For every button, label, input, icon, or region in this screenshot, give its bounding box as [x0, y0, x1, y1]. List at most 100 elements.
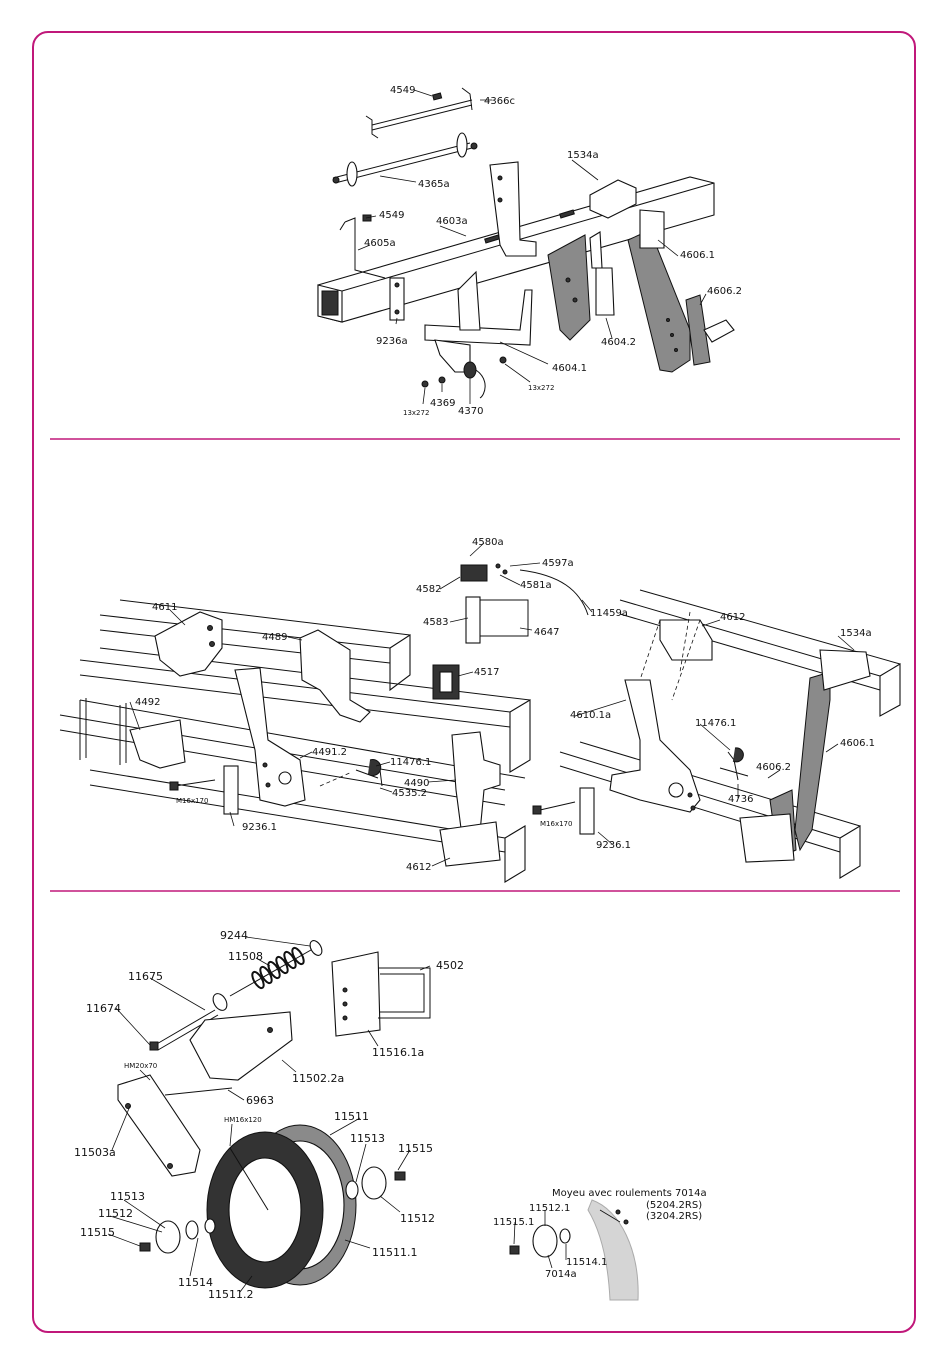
bracket-vertical [489, 161, 537, 257]
label-11476-1b: 11476.1 [695, 718, 736, 729]
arm-4610-1a [609, 679, 701, 813]
label-11674: 11674 [86, 1002, 121, 1015]
label-11515a: 11515 [398, 1142, 433, 1155]
label-11511: 11511 [334, 1110, 369, 1123]
label-4490: 4490 [404, 778, 429, 789]
page-frame [32, 31, 916, 1333]
hub-inset: Moyeu avec roulements 7014a (5204.2RS) (… [493, 1188, 707, 1301]
label-9236-1a: 9236.1 [242, 822, 277, 833]
label-11512b: 11512 [400, 1212, 435, 1225]
label-4582: 4582 [416, 584, 441, 595]
label-11459a: 11459a [590, 608, 628, 619]
label-4365a: 4365a [418, 179, 450, 190]
label-11675: 11675 [128, 970, 163, 983]
label-4606-2b: 4606.2 [756, 762, 791, 773]
label-11516-1a: 11516.1a [372, 1046, 424, 1059]
label-4370: 4370 [458, 406, 483, 417]
label-4647: 4647 [534, 627, 559, 638]
label-hm16x120: HM16x120 [224, 1116, 262, 1124]
label-4611: 4611 [152, 602, 177, 613]
label-hm20x70: HM20x70 [124, 1062, 157, 1070]
bracket-11516-1a [331, 951, 431, 1037]
label-11515-1: 11515.1 [493, 1217, 534, 1228]
label-4603a: 4603a [436, 216, 468, 227]
plate-9236-1b [532, 787, 595, 835]
label-9236-1b: 9236.1 [596, 840, 631, 851]
label-m16x170a: M16x170 [176, 797, 208, 805]
label-11512-1: 11512.1 [529, 1203, 570, 1214]
arm-4491-2 [234, 667, 306, 807]
clamp-4612a [659, 619, 713, 661]
point-4606-2 [685, 294, 735, 366]
hub-bearing-1: (5204.2RS) [646, 1200, 702, 1211]
clamp-4611 [154, 611, 223, 677]
label-11513a: 11513 [350, 1132, 385, 1145]
label-4549b: 4549 [379, 210, 404, 221]
label-4369: 4369 [430, 398, 455, 409]
label-11511-1: 11511.1 [372, 1246, 418, 1259]
plate-9236a [389, 277, 405, 321]
label-4612a: 4612 [720, 612, 745, 623]
label-4605a: 4605a [364, 238, 396, 249]
label-11515b: 11515 [80, 1226, 115, 1239]
label-13x272b: 13x272 [528, 384, 554, 392]
label-4549a: 4549 [390, 85, 415, 96]
spring-11508 [212, 940, 323, 1011]
label-4502: 4502 [436, 959, 464, 972]
label-4492: 4492 [135, 697, 160, 708]
label-11512a: 11512 [98, 1207, 133, 1220]
label-4612b: 4612 [406, 862, 431, 873]
label-4491-2: 4491.2 [312, 747, 347, 758]
label-7014a: 7014a [545, 1269, 577, 1280]
disc-11511-2 [206, 1131, 324, 1289]
part-4517 [432, 664, 460, 700]
clamp-4489 [299, 629, 371, 723]
label-4366c: 4366c [484, 96, 515, 107]
shaft-4365a [332, 132, 478, 187]
label-11502-2a: 11502.2a [292, 1072, 344, 1085]
point-4606-2b [739, 789, 797, 863]
hub-bearing-2: (3204.2RS) [646, 1211, 702, 1222]
label-11508: 11508 [228, 950, 263, 963]
bracket-11502-2a [189, 1011, 293, 1081]
label-1534a: 1534a [567, 150, 599, 161]
label-4606-1: 4606.1 [680, 250, 715, 261]
hub-left [139, 1218, 216, 1254]
plate-left [547, 234, 591, 341]
clip-4535-2 [355, 759, 383, 787]
label-4606-1b: 4606.1 [840, 738, 875, 749]
label-4597a: 4597a [542, 558, 574, 569]
label-4535-2: 4535.2 [392, 788, 427, 799]
label-9236a: 9236a [376, 336, 408, 347]
label-4604-1: 4604.1 [552, 363, 587, 374]
label-11476-1a: 11476.1 [390, 757, 431, 768]
label-11511-2: 11511.2 [208, 1288, 254, 1301]
label-4736: 4736 [728, 794, 753, 805]
hub-right [345, 1166, 406, 1200]
arm-11503a [117, 1074, 201, 1177]
spring-4370 [421, 356, 507, 399]
plate-9236-1a [223, 765, 239, 815]
bolt-left [169, 779, 216, 791]
label-4604-2: 4604.2 [601, 337, 636, 348]
label-11503a: 11503a [74, 1146, 116, 1159]
pin-4736 [719, 747, 749, 781]
shank-4606-1b [794, 649, 871, 852]
label-4583: 4583 [423, 617, 448, 628]
section-2-tine-mounting: 4580a 4597a 4582 4581a 11459a 4583 4647 … [59, 537, 901, 883]
label-4606-2: 4606.2 [707, 286, 742, 297]
part-4604-2 [589, 231, 615, 316]
label-4610-1a: 4610.1a [570, 710, 611, 721]
label-4581a: 4581a [520, 580, 552, 591]
section-3-disc-assembly: Moyeu avec roulements 7014a (5204.2RS) (… [74, 929, 707, 1301]
hub-title: Moyeu avec roulements 7014a [552, 1188, 707, 1199]
label-13x272a: 13x272 [403, 409, 429, 417]
bolt-6963 [164, 1087, 233, 1096]
bracket-1534a [589, 179, 637, 219]
section-1-frame-assembly: 4549 4366c 4365a 1534a 4549 4603a 4605a … [317, 85, 742, 417]
label-m16x170b: M16x170 [540, 820, 572, 828]
label-11513b: 11513 [110, 1190, 145, 1203]
rod-4366c [365, 87, 473, 139]
label-4517: 4517 [474, 667, 499, 678]
